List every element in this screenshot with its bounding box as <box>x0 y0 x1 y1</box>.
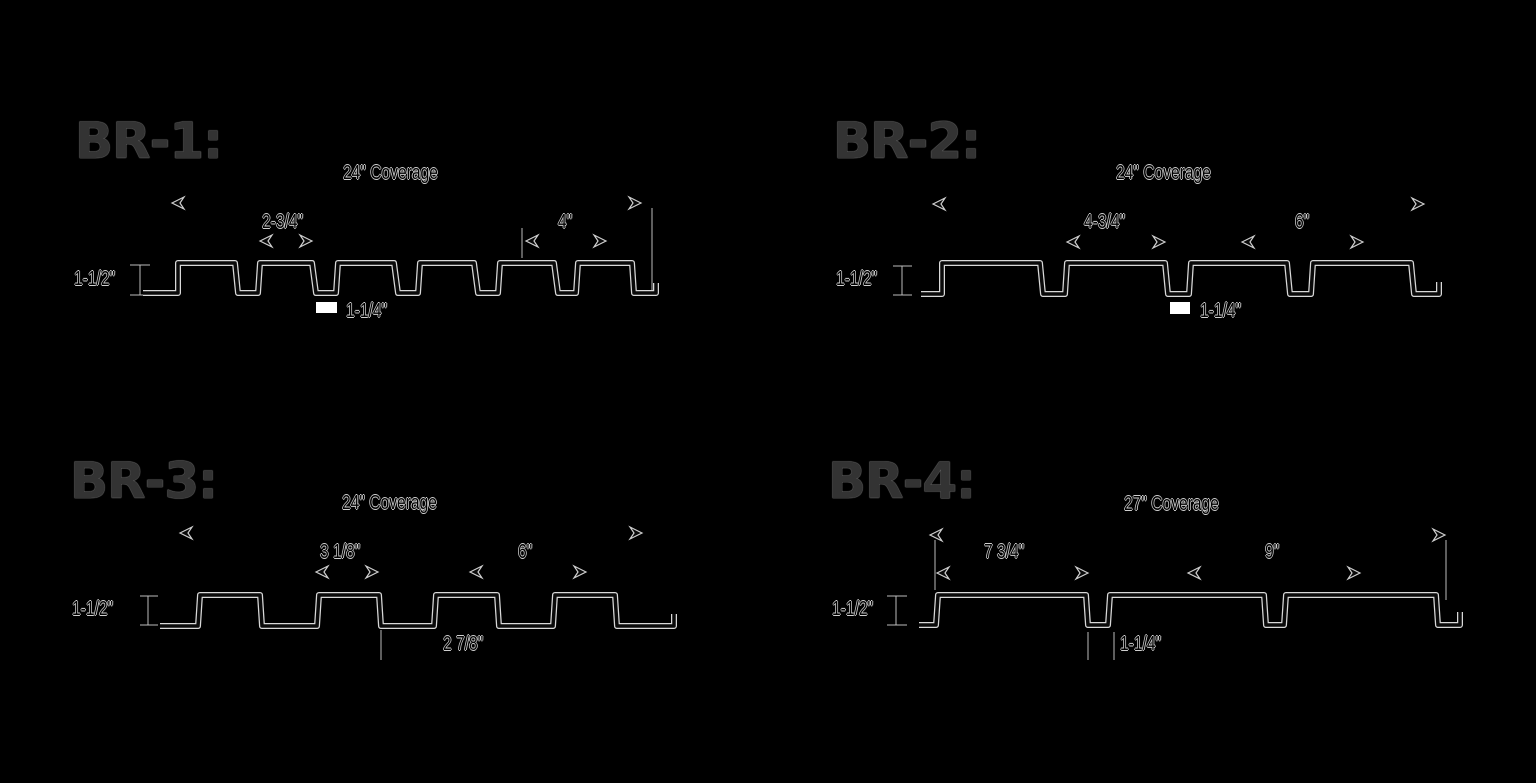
arrow-left-icon <box>1065 234 1081 250</box>
panel-title: BR-3: <box>70 452 218 510</box>
rib-top-width-label: 7 3/4" <box>984 541 1025 563</box>
arrow-left-icon <box>931 196 947 212</box>
arrow-right-icon <box>1349 234 1365 250</box>
rib-top-width-label: 4-3/4" <box>1084 211 1126 233</box>
rib-top-width-label: 3 1/8" <box>320 541 361 563</box>
coverage-label: 24" Coverage <box>343 162 438 184</box>
bottom-width-label: 1-1/4" <box>346 300 388 322</box>
height-label: 1-1/2" <box>74 268 116 290</box>
arrow-right-icon <box>592 233 608 249</box>
height-label: 1-1/2" <box>832 598 874 620</box>
coverage-arrows <box>170 195 653 290</box>
arrow-right-icon <box>628 525 644 541</box>
arrow-right-icon <box>1151 234 1167 250</box>
arrow-right-icon <box>1074 565 1090 581</box>
rib-spacing-label: 6" <box>1295 211 1310 233</box>
coverage-arrows <box>928 527 1447 660</box>
arrow-left-icon <box>258 233 274 249</box>
arrow-right-icon <box>1410 196 1426 212</box>
bottom-width-marker <box>316 302 337 313</box>
arrow-left-icon <box>1240 234 1256 250</box>
coverage-label: 24" Coverage <box>342 492 437 514</box>
bottom-width-label: 1-1/4" <box>1200 300 1242 322</box>
rib-top-width-label: 2-3/4" <box>262 211 304 233</box>
arrow-right-icon <box>298 233 314 249</box>
arrow-left-icon <box>1186 565 1202 581</box>
coverage-arrows <box>178 525 644 660</box>
height-bracket <box>893 265 912 296</box>
coverage-arrows <box>931 196 1426 250</box>
arrow-right-icon <box>1346 565 1362 581</box>
arrow-left-icon <box>928 527 944 543</box>
panel-title: BR-1: <box>75 112 223 170</box>
coverage-label: 24" Coverage <box>1116 162 1211 184</box>
panel-title: BR-2: <box>833 112 981 170</box>
arrow-left-icon <box>314 564 330 580</box>
arrow-right-icon <box>627 195 643 211</box>
arrow-left-icon <box>468 564 484 580</box>
arrow-right-icon <box>1431 527 1447 543</box>
arrow-left-icon <box>524 233 540 249</box>
arrow-left-icon <box>178 525 194 541</box>
bottom-width-label: 1-1/4" <box>1120 633 1162 655</box>
arrow-right-icon <box>364 564 380 580</box>
height-bracket <box>887 595 907 626</box>
height-label: 1-1/2" <box>72 598 114 620</box>
panel-title: BR-4: <box>828 452 976 510</box>
arrow-left-icon <box>935 565 951 581</box>
arrow-right-icon <box>572 564 588 580</box>
rib-spacing-label: 9" <box>1265 541 1280 563</box>
height-bracket <box>140 595 158 626</box>
bottom-width-marker <box>1170 302 1190 314</box>
height-label: 1-1/2" <box>836 268 878 290</box>
rib-spacing-label: 4" <box>558 211 573 233</box>
panel-br1: BR-1: 24" Coverage 2-3/4" 4" 1-1/2" 1-1/… <box>0 0 768 392</box>
rib-spacing-label: 6" <box>518 541 533 563</box>
bottom-width-label: 2 7/8" <box>443 633 484 655</box>
arrow-left-icon <box>170 195 186 211</box>
profile-diagram <box>130 195 659 313</box>
coverage-label: 27" Coverage <box>1124 493 1219 515</box>
